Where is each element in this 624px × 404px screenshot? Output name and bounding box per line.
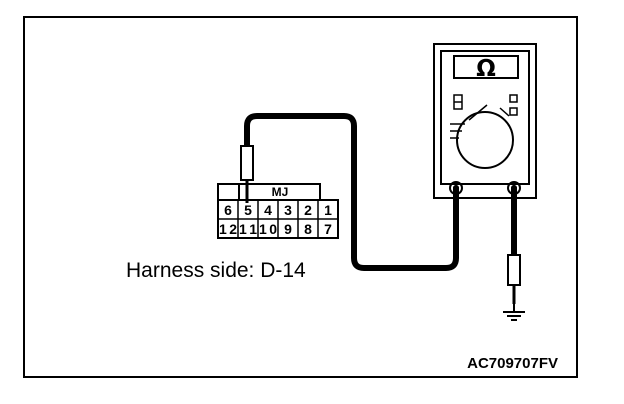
diagram-frame xyxy=(23,16,578,378)
selector-dial xyxy=(456,111,514,169)
meter-face xyxy=(440,50,530,185)
meter-display xyxy=(453,55,519,79)
meter-button-bottom xyxy=(509,107,518,116)
connector-pin-8: 8 xyxy=(304,221,312,237)
connector-label: MJ xyxy=(272,185,289,199)
connector-pin-12: 12 xyxy=(219,221,237,237)
ohm-icon: Ω xyxy=(476,56,496,82)
harness-caption: Harness side: D-14 xyxy=(126,259,306,282)
connector-pin-10: 10 xyxy=(259,221,277,237)
connector-pin-1: 1 xyxy=(324,202,332,218)
connector-pin-6: 6 xyxy=(224,202,232,218)
connector-hood xyxy=(217,183,321,201)
connector-pin-4: 4 xyxy=(264,202,272,218)
multimeter: Ω xyxy=(433,43,537,199)
connector-pin-7: 7 xyxy=(324,221,332,237)
connector-pin-3: 3 xyxy=(284,202,292,218)
terminal-ohm xyxy=(507,181,521,195)
connector-pin-11: 11 xyxy=(239,221,257,237)
connector-pin-9: 9 xyxy=(284,221,292,237)
figure-code: AC709707FV xyxy=(467,355,558,372)
probe-wire xyxy=(244,113,459,271)
ground-probe xyxy=(507,254,521,304)
terminal-com xyxy=(449,181,463,195)
meter-case xyxy=(433,43,537,199)
ground-icon xyxy=(503,302,525,321)
connector-pin-5: 5 xyxy=(244,202,252,218)
meter-button-top xyxy=(509,94,518,103)
connector-pin-2: 2 xyxy=(304,202,312,218)
